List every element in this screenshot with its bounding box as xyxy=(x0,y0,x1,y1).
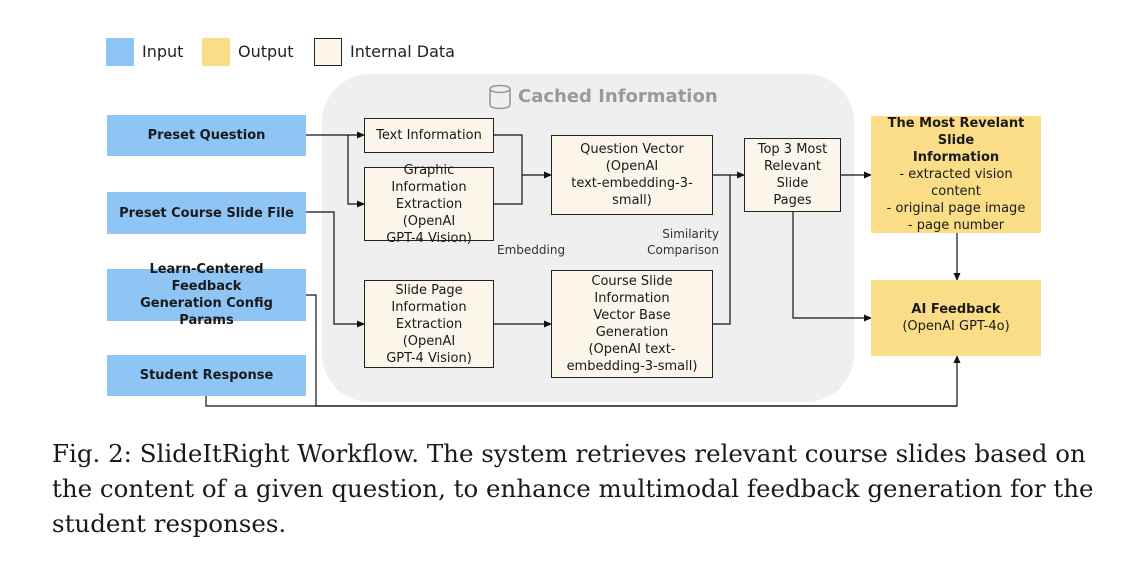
slide-page-extraction-box: Slide Page Information Extraction (OpenA… xyxy=(364,280,494,368)
config-params-line2: Generation Config Params xyxy=(140,296,273,328)
preset-question-box: Preset Question xyxy=(107,115,306,156)
edge-response-to-aifeedback xyxy=(205,355,961,407)
legend-input-label: Input xyxy=(142,42,184,61)
slide-page-line4: GPT-4 Vision) xyxy=(386,350,472,366)
most-relevant-item-vision: - extracted vision content xyxy=(899,167,1013,199)
graphic-extraction-line3: GPT-4 Vision) xyxy=(386,230,472,246)
config-params-line1: Learn-Centered Feedback xyxy=(149,262,264,294)
legend-internal-label: Internal Data xyxy=(350,42,455,61)
edge-top3-to-aifeedback xyxy=(792,212,872,322)
preset-question-label: Preset Question xyxy=(147,128,266,143)
legend-internal-swatch xyxy=(314,38,342,66)
similarity-label-line2: Comparison xyxy=(647,243,719,257)
ai-feedback-box: AI Feedback (OpenAI GPT-4o) xyxy=(871,280,1041,356)
edge-text-to-qvector xyxy=(494,134,552,179)
graphic-extraction-box: Graphic Information Extraction (OpenAI G… xyxy=(364,163,494,246)
course-vector-line1: Course Slide Information xyxy=(591,274,673,306)
similarity-label-line1: Similarity xyxy=(662,227,719,241)
student-response-box: Student Response xyxy=(107,355,306,396)
text-information-box: Text Information xyxy=(364,118,494,153)
course-vector-box: Course Slide Information Vector Base Gen… xyxy=(551,270,713,378)
text-information-label: Text Information xyxy=(376,128,482,143)
most-relevant-title-line1: The Most Revelant Slide xyxy=(887,116,1025,148)
legend-input-swatch xyxy=(106,38,134,66)
ai-feedback-title: AI Feedback xyxy=(911,302,1001,317)
student-response-label: Student Response xyxy=(139,368,274,383)
edge-slidefile-to-slidepage xyxy=(306,211,365,328)
preset-slide-file-box: Preset Course Slide File xyxy=(107,192,306,234)
database-icon xyxy=(489,84,511,110)
question-vector-box: Question Vector (OpenAI text-embedding-3… xyxy=(551,135,713,215)
figure-caption: Fig. 2: SlideItRight Workflow. The syste… xyxy=(52,439,1094,538)
preset-slide-file-label: Preset Course Slide File xyxy=(119,205,294,221)
most-relevant-title-line2: Information xyxy=(912,150,1000,165)
edge-graphic-to-qvector xyxy=(494,175,523,205)
question-vector-line1: Question Vector (OpenAI xyxy=(580,142,684,174)
edge-cvector-to-top3 xyxy=(713,175,731,325)
most-relevant-slide-box: The Most Revelant Slide Information - ex… xyxy=(871,116,1041,233)
course-vector-line3: (OpenAI text- xyxy=(588,342,676,357)
embedding-label: Embedding xyxy=(497,243,566,257)
slide-page-line1: Slide Page xyxy=(395,282,463,298)
most-relevant-item-pagenum: - page number xyxy=(907,218,1005,233)
question-vector-line2: text-embedding-3-small) xyxy=(571,176,693,208)
top3-slides-box: Top 3 Most Relevant Slide Pages xyxy=(744,138,841,212)
config-params-box: Learn-Centered Feedback Generation Confi… xyxy=(107,262,306,328)
graphic-extraction-line1: Graphic Information xyxy=(391,162,467,195)
cached-information-title: Cached Information xyxy=(518,86,718,107)
course-vector-line4: embedding-3-small) xyxy=(566,359,698,374)
edge-question-to-graphic xyxy=(347,135,365,208)
top3-line1: Top 3 Most xyxy=(757,142,828,157)
graphic-extraction-line2: Extraction (OpenAI xyxy=(395,196,463,229)
ai-feedback-model: (OpenAI GPT-4o) xyxy=(902,319,1010,334)
slide-page-line3: Extraction (OpenAI xyxy=(395,316,463,349)
slide-page-line2: Information xyxy=(391,299,467,315)
course-vector-line2: Vector Base Generation xyxy=(593,308,671,340)
legend-output-swatch xyxy=(202,38,230,66)
most-relevant-item-image: - original page image xyxy=(886,201,1026,216)
top3-line2: Relevant Slide xyxy=(763,159,822,191)
legend-output-label: Output xyxy=(238,42,294,61)
top3-line3: Pages xyxy=(773,193,812,208)
